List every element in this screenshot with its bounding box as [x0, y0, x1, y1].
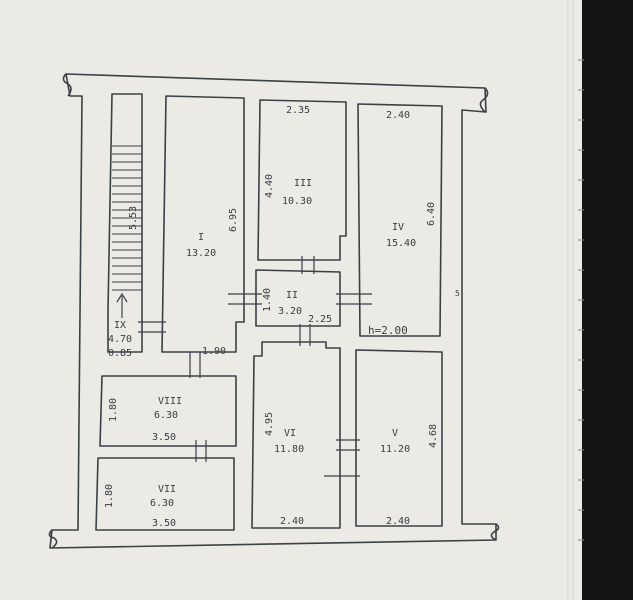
room-v-number: V — [392, 428, 398, 439]
dark-edge — [582, 0, 633, 600]
room-ii-outline — [255, 269, 341, 327]
corridor-width: 1.90 — [202, 346, 226, 357]
stair-length: 5.53 — [128, 206, 139, 230]
room-ii-width: 2.25 — [308, 314, 332, 325]
room-vii-outline — [95, 457, 235, 531]
room-iv-number: IV — [392, 222, 404, 233]
room-ix-width: 0.85 — [108, 348, 132, 359]
wall-mark: 5 — [455, 289, 460, 298]
room-i-number: I — [198, 232, 204, 243]
room-ix-number: IX — [114, 320, 126, 331]
break-mark — [479, 87, 489, 113]
door-marks — [138, 256, 372, 477]
room-ii-area: 3.20 — [278, 306, 302, 317]
break-mark — [48, 529, 58, 549]
room-iv-outline — [357, 103, 443, 337]
room-iii-number: III — [294, 178, 312, 189]
room-ix-area: 4.70 — [108, 334, 132, 345]
room-i-side: 6.95 — [228, 208, 239, 232]
room-viii-side: 1.80 — [108, 398, 119, 422]
room-iii-side: 4.40 — [264, 174, 275, 198]
room-iii-area: 10.30 — [282, 196, 312, 207]
room-i-area: 13.20 — [186, 248, 216, 259]
break-mark — [62, 73, 72, 97]
room-v-bottom: 2.40 — [386, 516, 410, 527]
stair-arrow-icon — [116, 292, 128, 318]
room-v-outline — [355, 349, 443, 527]
room-viii-bottom: 3.50 — [152, 432, 176, 443]
room-ix-outline — [107, 93, 143, 353]
room-ii-number: II — [286, 290, 298, 301]
room-iii-top: 2.35 — [286, 105, 310, 116]
room-vii-area: 6.30 — [150, 498, 174, 509]
room-viii-area: 6.30 — [154, 410, 178, 421]
room-iv-area: 15.40 — [386, 238, 416, 249]
room-v-area: 11.20 — [380, 444, 410, 455]
room-vii-side: 1.80 — [104, 484, 115, 508]
room-ii-side: 1.40 — [262, 288, 273, 312]
room-viii-outline — [99, 375, 237, 447]
room-iv-side: 6.40 — [426, 202, 437, 226]
stair-treads — [112, 145, 142, 291]
room-i-outline — [161, 95, 245, 353]
room-v-side: 4.68 — [428, 424, 439, 448]
height-note: h=2.00 — [368, 324, 408, 337]
room-vi-number: VI — [284, 428, 296, 439]
margin-hatch — [578, 59, 584, 541]
room-vii-number: VII — [158, 484, 176, 495]
room-iii-outline — [257, 99, 347, 261]
room-vi-side: 4.95 — [264, 412, 275, 436]
room-vi-outline — [251, 341, 341, 529]
room-vii-bottom: 3.50 — [152, 518, 176, 529]
room-vi-area: 11.80 — [274, 444, 304, 455]
room-viii-number: VIII — [158, 396, 182, 407]
break-mark — [490, 523, 500, 541]
room-iv-top: 2.40 — [386, 110, 410, 121]
room-vi-bottom: 2.40 — [280, 516, 304, 527]
